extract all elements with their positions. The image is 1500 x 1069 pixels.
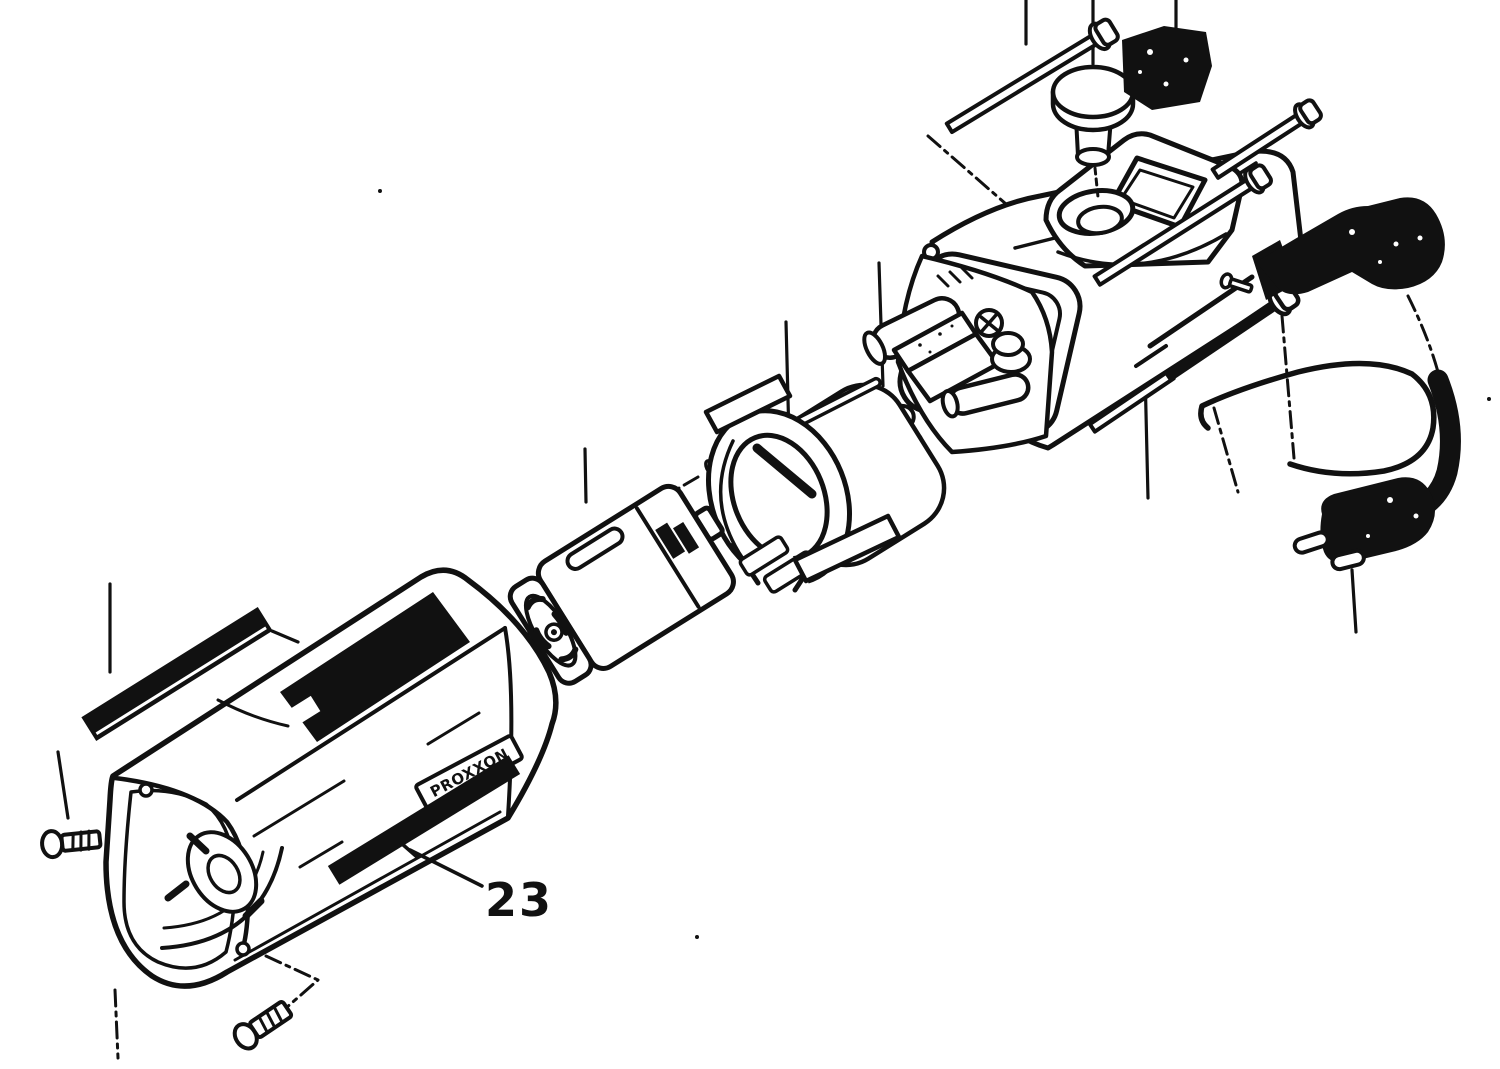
leader-plug — [1350, 568, 1358, 634]
axis-cord-right — [1406, 294, 1440, 374]
vent-strip — [81, 607, 273, 741]
leader-vent-strip-tick — [270, 629, 300, 644]
switch-box-dots — [918, 324, 954, 354]
switch-slider-specks — [1138, 49, 1189, 87]
power-cord-plug — [1292, 369, 1461, 572]
canister-upper — [991, 331, 1025, 357]
vent-strip-highlight — [95, 626, 267, 736]
vent-strip-bar — [81, 607, 273, 741]
face-vent-ticks — [164, 832, 265, 920]
motor-cradle — [703, 373, 947, 624]
switch-slider-body — [1122, 26, 1212, 110]
motor — [507, 483, 736, 686]
clamp-inner-curve — [718, 439, 740, 553]
end-cap-center — [550, 629, 557, 636]
axis-wire-clip — [1212, 406, 1240, 494]
bottom-screw — [232, 1000, 294, 1051]
cover-label-window-inner — [1119, 168, 1195, 220]
clamp-flange-top — [703, 373, 793, 435]
housing-bottom-inner — [233, 810, 502, 962]
bearing-boss-inner — [206, 853, 242, 895]
assembly-screw-3 — [1092, 163, 1273, 287]
plug-specks — [1366, 497, 1419, 538]
motor-terminal-2 — [673, 521, 700, 554]
capacitor-2 — [940, 372, 1031, 419]
front-screw — [40, 829, 103, 860]
knob-stem-base — [1075, 147, 1111, 167]
axis-cord-left — [1280, 314, 1296, 460]
knob-axis-dashes — [1093, 166, 1100, 199]
knob-hole-inner — [1076, 204, 1124, 236]
switch-slider — [1122, 26, 1212, 110]
clamp-flange-bottom — [792, 513, 902, 584]
shell-vent-slot-2 — [1134, 344, 1168, 368]
leader-motor — [583, 447, 588, 504]
face-boss-1 — [138, 782, 154, 798]
callout-23: 23 — [399, 841, 553, 927]
end-cap-vents — [524, 595, 579, 663]
wire-clip — [1198, 360, 1437, 477]
clamp-ring — [703, 373, 902, 624]
leader-front-screw — [56, 750, 70, 820]
plug-pin-2 — [1330, 548, 1366, 572]
cover-rim — [1056, 232, 1228, 267]
housing-rear-edge — [503, 626, 514, 818]
assembly-screw-4 — [1087, 282, 1301, 434]
face-web-arc — [160, 846, 284, 950]
housing-top-vent — [280, 592, 470, 742]
axis-bottom-screw — [264, 954, 320, 1010]
callout-leader — [408, 848, 484, 888]
speed-knob — [1050, 64, 1136, 199]
face-inner-rim — [122, 788, 237, 970]
axis-rear-ring — [926, 134, 1008, 206]
callout-tick — [399, 841, 419, 859]
housing-side-stripe — [327, 755, 521, 885]
assembly-screw-1 — [944, 17, 1120, 135]
cord-strain-relief — [1252, 197, 1445, 300]
motor-top-vent — [565, 526, 625, 571]
assembly-screw-2 — [1210, 98, 1323, 180]
plug-pin-1 — [1292, 530, 1330, 555]
coil-texture — [936, 266, 974, 288]
pcb-screw-cross — [979, 313, 999, 333]
motor-rear-seam — [634, 506, 701, 609]
housing-ridge — [235, 626, 507, 802]
motor-terminal-1 — [655, 522, 686, 559]
face-boss-2 — [235, 941, 251, 957]
brush-plate-1 — [738, 535, 790, 577]
plug-body — [1320, 477, 1436, 563]
clamp-slot — [752, 443, 817, 499]
vent-notch — [283, 695, 321, 729]
axis-housing-front — [113, 988, 120, 1060]
strain-relief-body — [1256, 197, 1445, 295]
callout-label: 23 — [485, 873, 553, 927]
print-noise — [378, 189, 1491, 939]
motor-housing-23: PROXXON — [103, 567, 559, 989]
strain-relief-specks — [1349, 229, 1423, 264]
housing-accent-lines — [216, 698, 481, 869]
small-screw — [1219, 272, 1254, 294]
knob-top — [1050, 64, 1136, 120]
